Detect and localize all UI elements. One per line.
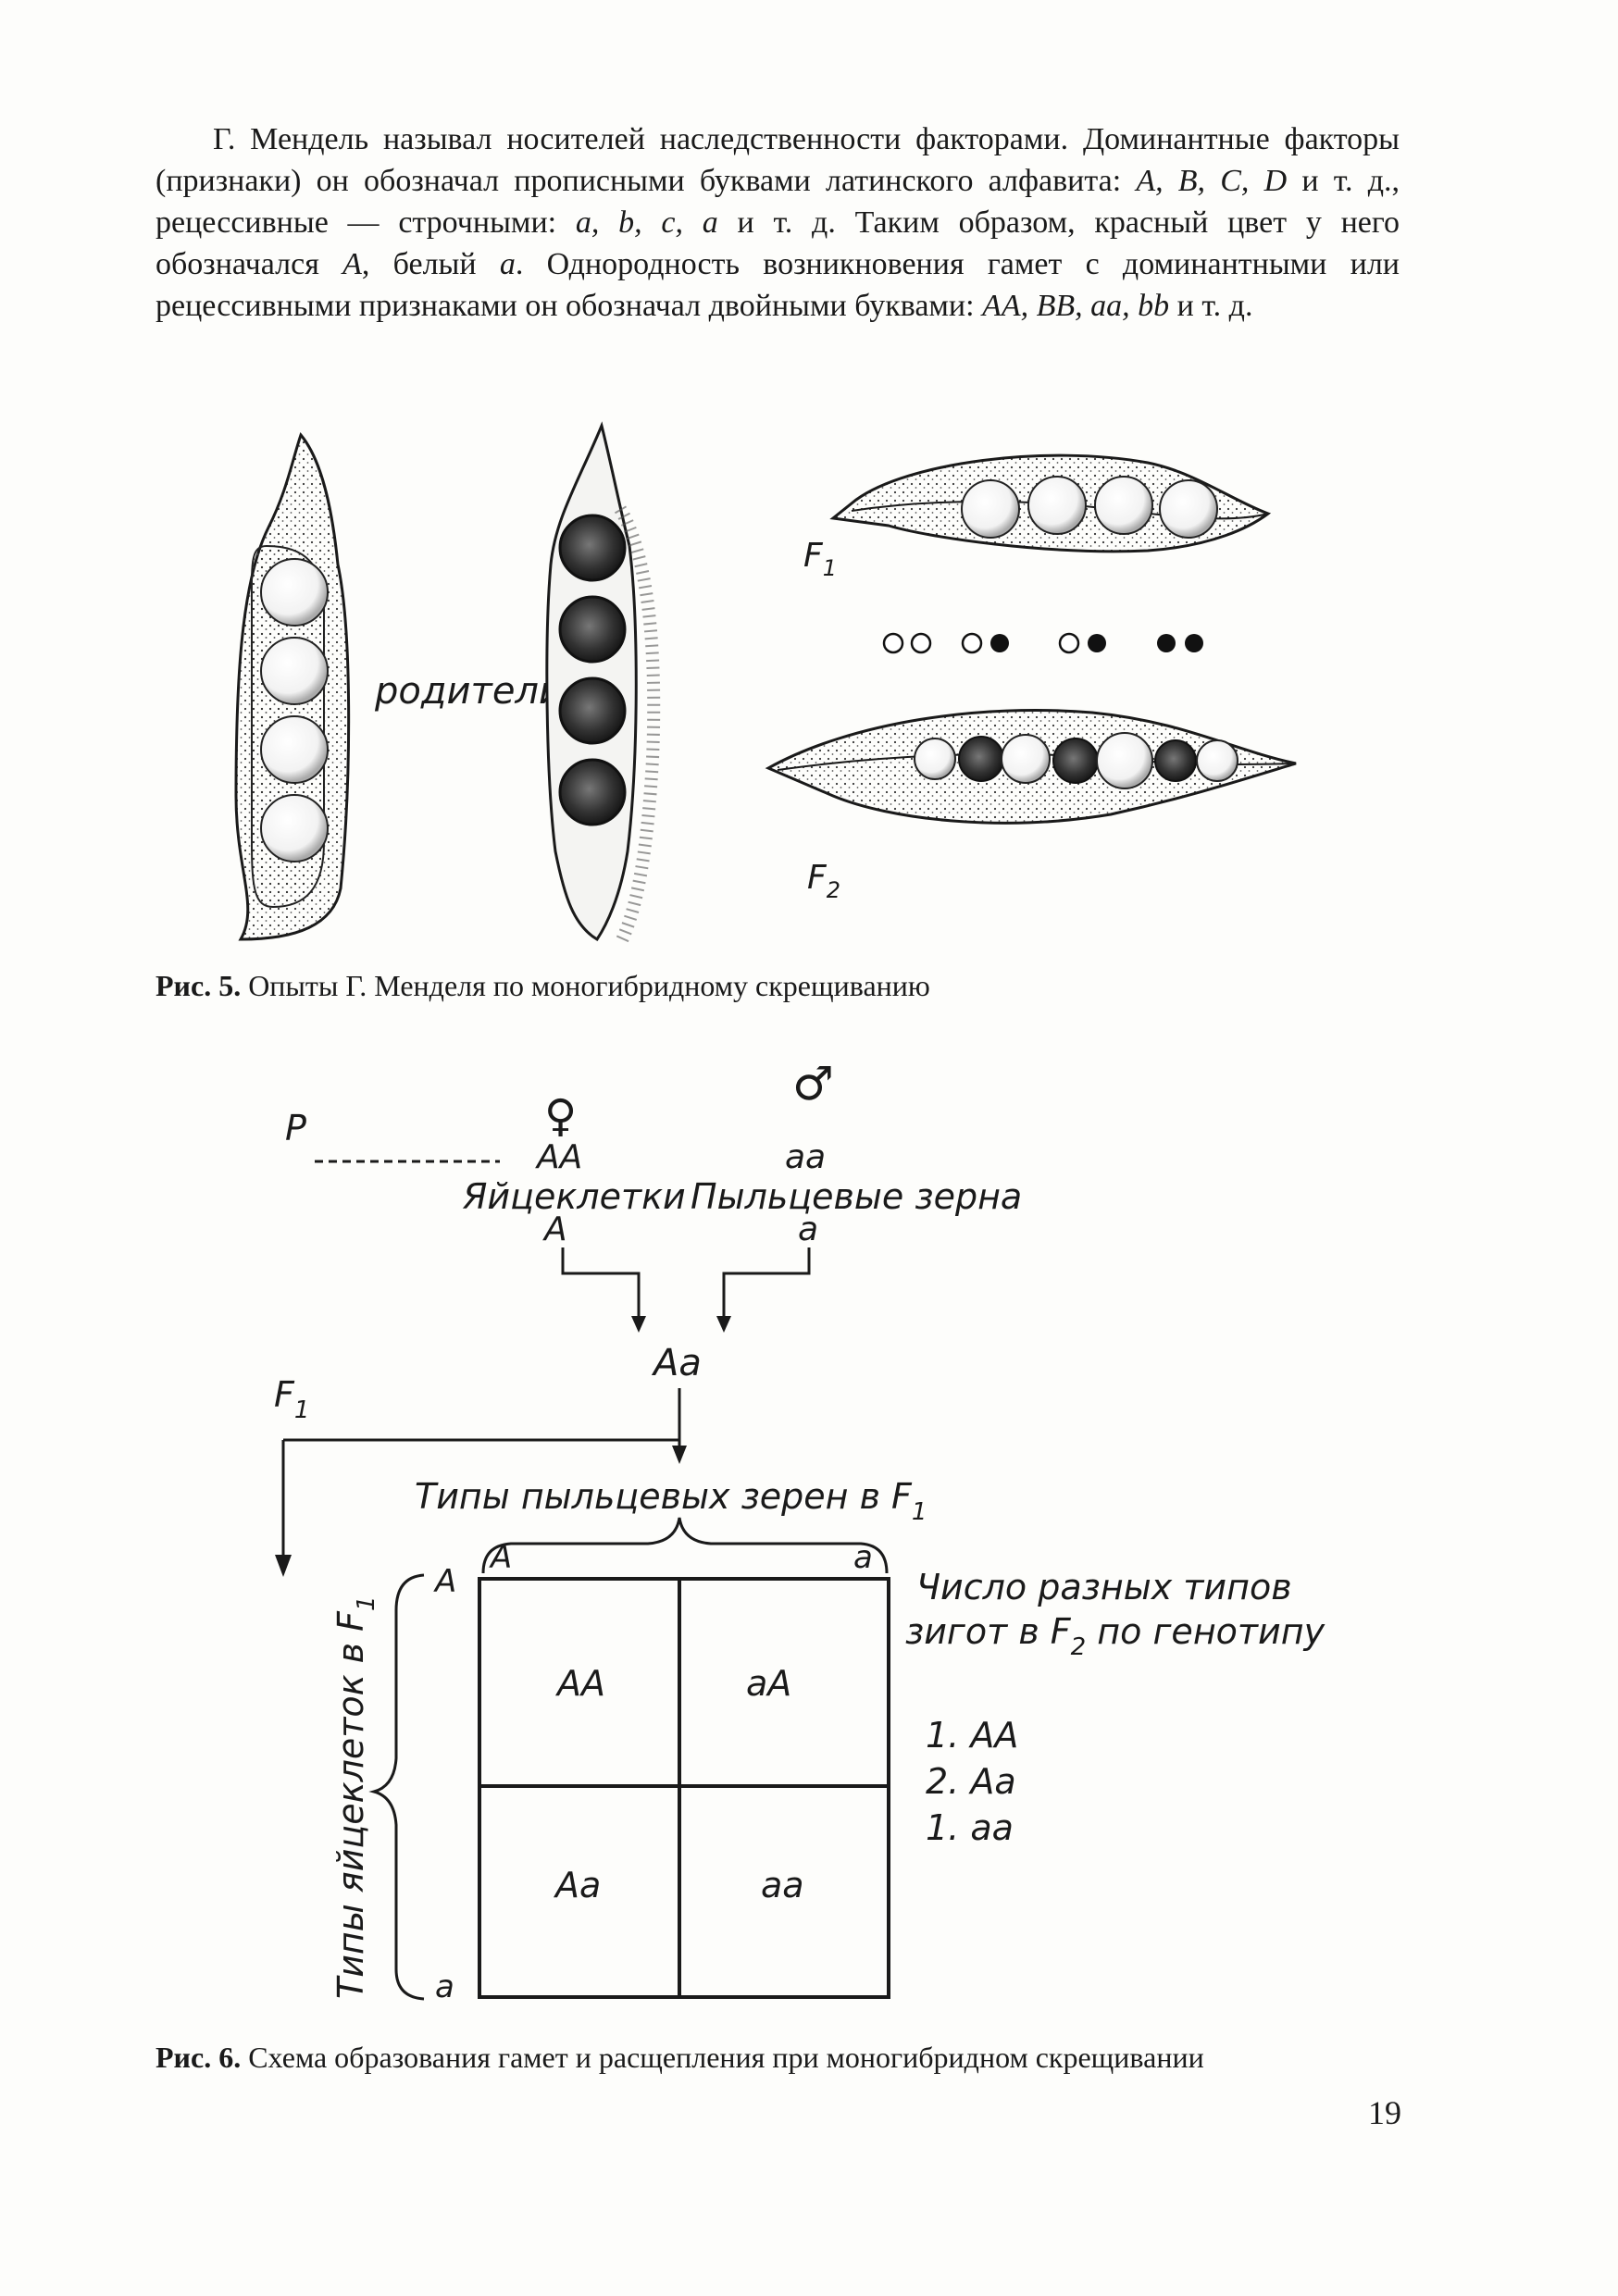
female-symbol: ♀ — [544, 1090, 577, 1142]
pollen-types-brace — [481, 1517, 889, 1574]
white-symbol: a — [499, 247, 516, 281]
f1-pod — [829, 453, 1272, 553]
recessive-letters: a, b, c, a — [575, 205, 718, 240]
body-paragraph: Г. Мендель называл носителей наследствен… — [156, 118, 1400, 327]
page-number: 19 — [1368, 2094, 1401, 2131]
f2-pod-label-sub: 2 — [827, 877, 840, 903]
figure-6-caption: Рис. 6. Схема образования гамет и расщеп… — [156, 2038, 1400, 2077]
paragraph-text-6: и т. д. — [1169, 289, 1253, 323]
f1-label: F1 — [274, 1374, 309, 1424]
paragraph-text-3: и т. д. Таким образом, красный цвет у не… — [156, 205, 1400, 281]
punnett-square — [478, 1577, 890, 1999]
egg-gamete: A — [542, 1210, 567, 1248]
f1-down-arrow — [275, 1555, 292, 1577]
paragraph-text-4: , белый — [361, 247, 500, 281]
p-label: P — [285, 1108, 306, 1148]
f1-stem-arrow — [672, 1446, 687, 1464]
pollen-types-sub: 1 — [912, 1498, 927, 1526]
red-symbol: A — [342, 247, 362, 281]
count-1: 1. AA — [926, 1715, 1018, 1756]
paragraph-text-2: и т. д., рецессивные — строчными: — [156, 164, 1400, 240]
f1-label-sub: 1 — [294, 1396, 310, 1424]
dominant-letters: A, B, C, D — [1136, 164, 1288, 198]
row-header-1: A — [433, 1563, 456, 1600]
figure-5-caption-text: Опыты Г. Менделя по моногибридному скрещ… — [241, 969, 930, 1002]
f1-genotype: Aa — [651, 1342, 702, 1384]
count-title-2-tail: по генотипу — [1086, 1611, 1325, 1652]
double-letters: AA, BB, aa, bb — [982, 289, 1170, 323]
f1-label-main: F — [274, 1374, 295, 1415]
punnett-cell-2: aA — [746, 1663, 791, 1704]
col-header-1: A — [489, 1539, 512, 1576]
parent-pod-dark — [545, 421, 661, 944]
egg-arrow-head — [631, 1316, 646, 1333]
figure-5-caption-number: Рис. 5. — [156, 969, 242, 1002]
pollen-types-label: Типы пыльцевых зерен в F1 — [415, 1476, 927, 1526]
count-title-line-2: зигот в F2 по генотипу — [905, 1611, 1326, 1661]
pea-row — [882, 632, 1203, 654]
paragraph-text-5: . Однородность возникновения гамет с дом… — [156, 247, 1400, 323]
egg-types-brace — [368, 1573, 425, 2001]
col-header-2: a — [853, 1539, 873, 1576]
punnett-cell-1: AA — [554, 1663, 605, 1704]
figure-6-caption-text: Схема образования гамет и расщепления пр… — [241, 2041, 1204, 2074]
punnett-cell-4: aa — [761, 1865, 804, 1905]
pollen-gamete: a — [798, 1210, 818, 1248]
figure-5-pea-pods: родители F1 — [234, 421, 1297, 944]
female-genotype: AA — [535, 1138, 582, 1176]
pollen-label: Пыльцевые зерна — [691, 1176, 1022, 1217]
f2-pod — [765, 709, 1297, 825]
f2-pod-label: F2 — [807, 859, 840, 903]
male-symbol: ♂ — [792, 1057, 834, 1111]
count-title-2-sub: 2 — [1071, 1633, 1087, 1661]
eggs-label: Яйцеклетки — [462, 1176, 686, 1217]
egg-connector — [561, 1247, 641, 1323]
count-title-2-main: зигот в F — [905, 1611, 1072, 1652]
punnett-cell-3: Aa — [553, 1865, 601, 1905]
egg-types-label: Типы яйцеклеток в F1 — [330, 1595, 380, 1999]
f1-pod-label-main: F — [803, 537, 824, 575]
row-header-2: a — [435, 1968, 454, 2005]
pollen-types-main: Типы пыльцевых зерен в F — [415, 1476, 913, 1517]
pollen-arrow-head — [716, 1316, 731, 1333]
parent-pod-white — [234, 431, 351, 941]
f2-pod-label-main: F — [807, 859, 828, 897]
f1-pod-label-sub: 1 — [823, 555, 837, 581]
count-2: 2. Aa — [926, 1761, 1016, 1802]
figure-6-caption-number: Рис. 6. — [156, 2041, 242, 2074]
egg-types-main: Типы яйцеклеток в F — [330, 1610, 371, 1999]
count-title-line-1: Число разных типов — [916, 1567, 1292, 1607]
pollen-connector — [722, 1247, 811, 1323]
paragraph-text-1: Г. Мендель называл носителей наследствен… — [156, 122, 1400, 198]
f1-pod-label: F1 — [803, 537, 837, 581]
count-3: 1. aa — [926, 1807, 1014, 1848]
figure-6-cross-scheme: P ♀ ♂ AA aa Яйцеклетки Пыльцевые зерна A… — [274, 1057, 1326, 2005]
egg-types-sub: 1 — [353, 1595, 380, 1611]
male-genotype: aa — [785, 1138, 826, 1176]
figure-5-caption: Рис. 5. Опыты Г. Менделя по моногибридно… — [156, 966, 930, 1005]
parents-label: родители — [374, 670, 563, 713]
